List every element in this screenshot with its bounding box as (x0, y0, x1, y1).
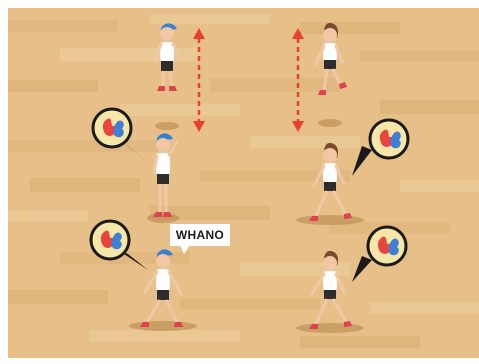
shadow (129, 321, 197, 331)
shadow (296, 323, 364, 333)
hand-signal-bubble (352, 118, 410, 176)
player-girl-jumping (314, 22, 347, 95)
player-boy-walking (140, 249, 183, 327)
speech-label-text: WHANO (175, 228, 225, 242)
speech-label: WHANO (170, 224, 230, 246)
player-girl-walking (309, 142, 352, 221)
shadow (147, 213, 179, 223)
shadow (318, 119, 342, 127)
shadow (155, 122, 179, 130)
shadow (296, 215, 364, 225)
hand-signal-bubble (89, 219, 148, 270)
player-boy-jumping (153, 23, 183, 91)
player-boy-waving (152, 133, 179, 217)
player-girl-walking-2 (309, 250, 352, 329)
jump-arrow-right (292, 28, 304, 132)
speech-label-pointer (180, 245, 190, 254)
hand-signal-bubble (352, 225, 408, 282)
hand-signal-bubble (91, 107, 150, 164)
jump-arrow-left (193, 28, 205, 132)
